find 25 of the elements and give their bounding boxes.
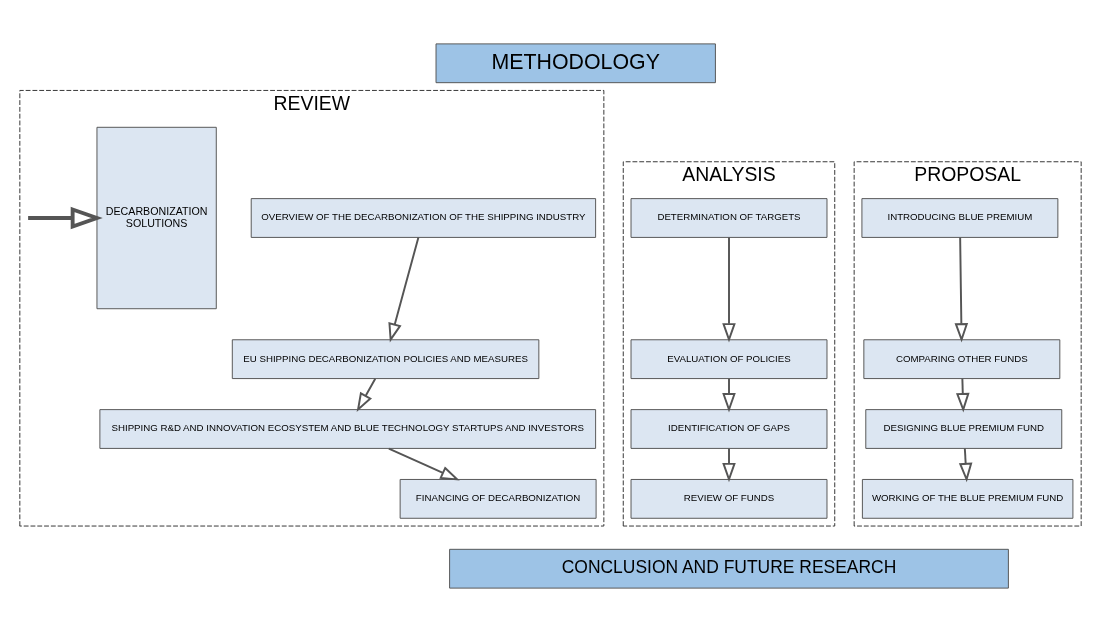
node-box: METHODOLOGY bbox=[435, 42, 716, 83]
arrow bbox=[722, 236, 736, 343]
node-box: EU SHIPPING DECARBONIZATION POLICIES AND MEASURES bbox=[231, 338, 540, 379]
arrow bbox=[722, 377, 736, 412]
node-box: CONCLUSION AND FUTURE RESEARCH bbox=[449, 548, 1009, 589]
arrow bbox=[722, 447, 736, 482]
node-box: EVALUATION OF POLICIES bbox=[630, 338, 828, 379]
node-box: DECARBONIZATION SOLUTIONS bbox=[96, 126, 217, 309]
node-box: SHIPPING R&D AND INNOVATION ECOSYSTEM AND BLUE TECHNOLOGY STARTUPS AND INVESTORS bbox=[99, 408, 597, 449]
node-box: FINANCING OF DECARBONIZATION bbox=[399, 478, 597, 519]
node-box: IDENTIFICATION OF GAPS bbox=[630, 408, 828, 449]
node-box: OVERVIEW OF THE DECARBONIZATION OF THE SHIPPING INDUSTRY bbox=[250, 197, 597, 238]
arrow bbox=[28, 206, 103, 229]
node-box: COMPARING OTHER FUNDS bbox=[863, 338, 1061, 379]
node-box: REVIEW OF FUNDS bbox=[630, 478, 828, 519]
arrow bbox=[356, 377, 377, 412]
node-box: DETERMINATION OF TARGETS bbox=[630, 197, 828, 238]
arrow bbox=[958, 447, 973, 482]
node-box: INTRODUCING BLUE PREMIUM bbox=[861, 197, 1059, 238]
node-box: DESIGNING BLUE PREMIUM FUND bbox=[865, 408, 1063, 449]
arrow bbox=[388, 236, 420, 342]
node-box: WORKING OF THE BLUE PREMIUM FUND bbox=[861, 478, 1074, 519]
arrow bbox=[955, 377, 970, 412]
arrow bbox=[387, 447, 460, 481]
arrow bbox=[954, 236, 969, 343]
